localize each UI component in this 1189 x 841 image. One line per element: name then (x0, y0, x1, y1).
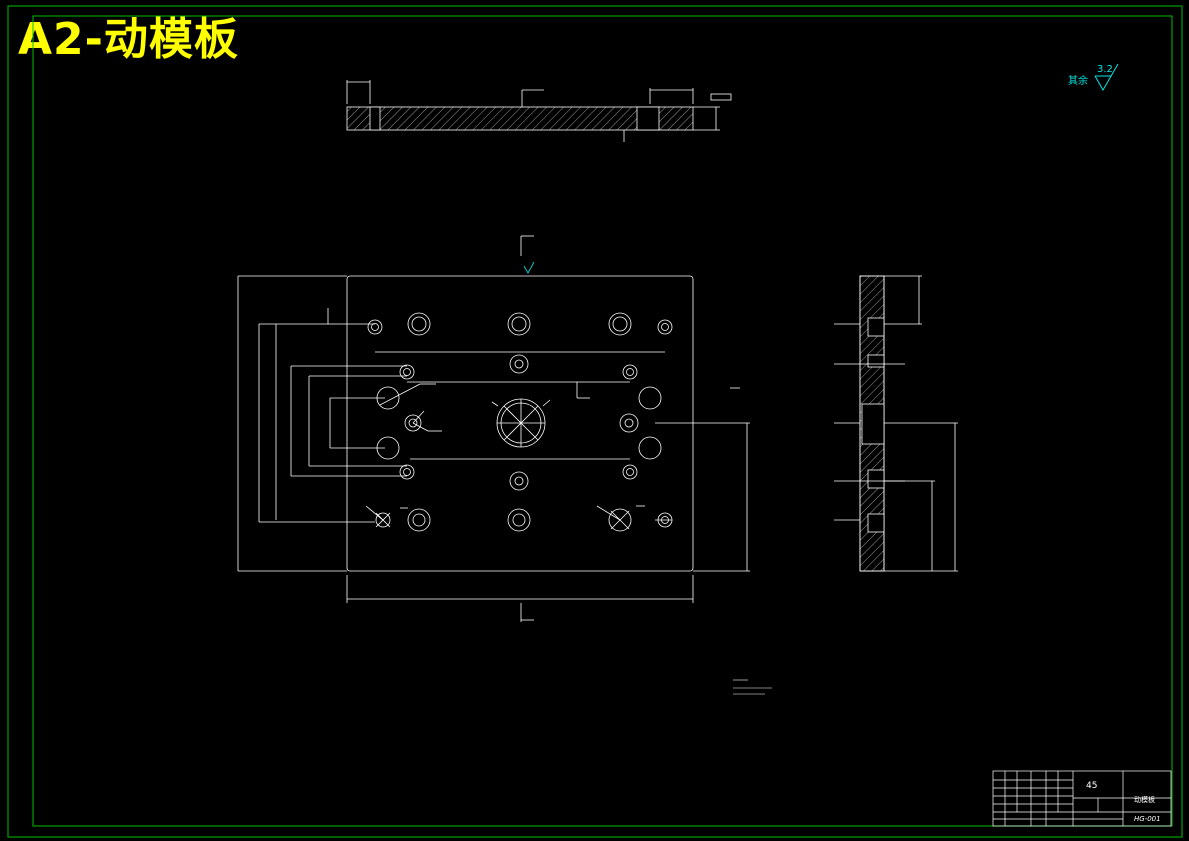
surface-finish-value: 3.2 (1097, 64, 1113, 75)
outer-frame (7, 5, 1183, 838)
inner-frame (32, 15, 1173, 827)
title-block-material: 45 (1086, 781, 1097, 791)
main-plan-view (237, 235, 750, 622)
title-block-drawing-no: HG-001 (1134, 815, 1161, 823)
drawing-title: A2-动模板 (18, 14, 239, 65)
technical-notes (733, 679, 772, 695)
plate-outline (346, 275, 694, 572)
title-block (992, 770, 1172, 827)
side-section-view (834, 275, 958, 572)
title-block-part-name: 动模板 (1134, 795, 1155, 804)
top-section-view (346, 80, 732, 142)
surface-finish-symbol (1094, 63, 1119, 92)
surface-finish-label: 其余 (1068, 74, 1088, 87)
